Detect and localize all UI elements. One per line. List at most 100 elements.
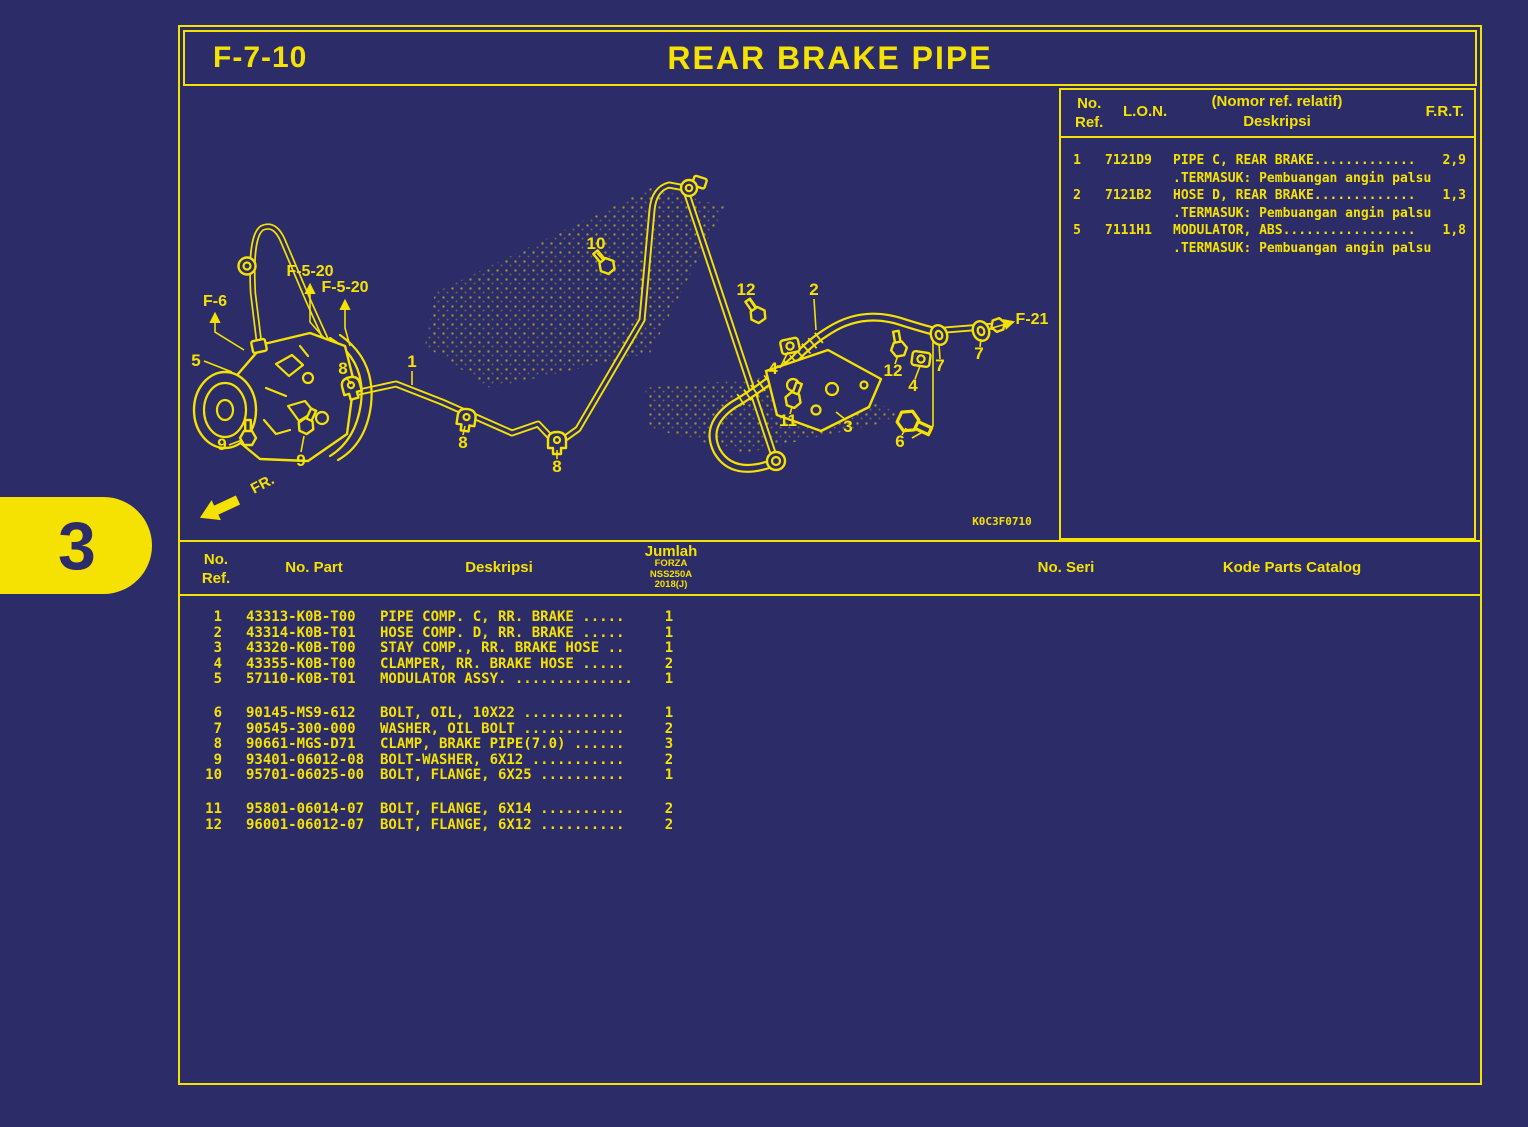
brake-pipe-lines [249,181,999,460]
rr-no: 1 [1073,153,1081,168]
hose-clamper [909,349,933,369]
diagram-callout-1: 1 [407,352,416,371]
p-part: 93401-06012-08 [246,751,365,768]
callout-leader [345,376,352,385]
diagram-callout-5: 5 [191,351,200,370]
banjo-fitting [237,256,257,276]
rr-frt: 2,9 [1442,153,1466,168]
rr-lon: 7121D9 [1105,153,1152,168]
p-part: 43355-K0B-T00 [246,655,356,672]
fr-direction-arrow: FR. [199,471,277,521]
p-desc: HOSE COMP. D, RR. BRAKE ..... [380,624,625,641]
diagram-callout-12: 12 [737,280,756,299]
parts-table-header: No. Ref. No. Part Deskripsi Jumlah FORZA… [180,540,1480,596]
callout-leader [901,427,907,436]
reference-table: No. Ref. L.O.N. (Nomor ref. relatif) Des… [1059,88,1476,540]
rr-lon: 7121B2 [1105,188,1152,203]
diagram-callout-8: 8 [458,433,467,452]
parts-group: 6 90145-MS9-612 BOLT, OIL, 10X22 .........… [180,704,1480,784]
p-ref: 6 [213,704,222,721]
ref-pointer-f6 [209,311,245,351]
rr-frt: 1,3 [1442,188,1466,203]
fr-label: FR. [248,471,277,497]
p-part: 57110-K0B-T01 [246,671,356,688]
callout-leader [938,343,941,360]
reference-table-header: No. Ref. L.O.N. (Nomor ref. relatif) Des… [1061,90,1474,138]
ref-pointer-f21 [991,319,1016,330]
p-qty: 1 [664,704,674,721]
p-qty: 2 [664,816,674,833]
diagram-callout-9: 9 [296,451,305,470]
section-ref-f-5-20: F-5-20 [321,279,368,296]
rr-frt: 1,8 [1442,223,1466,238]
ref-pointer-f520a [304,282,325,339]
section-ref-f-5-20: F-5-20 [286,263,333,280]
diagram-callout-8: 8 [338,359,347,378]
ref-col-deskripsi: (Nomor ref. relatif) Deskripsi [1211,93,1343,130]
drawing-code: K0C3F0710 [972,515,1032,528]
p-part: 90661-MGS-D71 [246,736,356,753]
assembly-line [911,340,934,439]
p-part: 43320-K0B-T00 [246,640,356,657]
callout-leader [789,406,793,415]
callout-leader [748,298,757,310]
callout-leader [894,354,899,365]
chapter-tab[interactable]: 3 [0,497,152,594]
diagram-callout-6: 6 [895,432,904,451]
p-ref: 5 [213,671,222,688]
rear-brake-hose [708,312,938,473]
p-ref: 12 [205,816,222,833]
diagram-canvas: FR. K0C3F0710 5998188101224113124677F-6F… [191,174,1049,528]
col-no-part: No. Part [285,559,343,576]
ref-col-no: No. Ref. [1075,95,1104,131]
p-ref: 1 [213,609,222,625]
p-ref: 3 [213,640,222,657]
diagram-callout-3: 3 [843,417,852,436]
flange-bolt-12 [886,328,910,359]
rr-no: 5 [1073,223,1081,238]
diagram-callout-9: 9 [217,435,226,454]
callout-leader [914,365,921,380]
flange-bolt-12 [739,294,770,327]
callout-leader [979,338,982,348]
page-title: REAR BRAKE PIPE [667,39,993,76]
p-qty: 1 [664,640,674,657]
abs-modulator [192,331,373,463]
rr-note: .TERMASUK: Pembuangan angin palsu [1173,170,1432,186]
banjo-fitting-junction [765,450,787,472]
section-ref-f-6: F-6 [203,293,227,310]
diagram-callout-2: 2 [809,280,818,299]
p-qty: 3 [664,736,674,753]
callout-leader [203,360,233,373]
rr-note: .TERMASUK: Pembuangan angin palsu [1173,240,1432,256]
diagram-callout-7: 7 [974,344,983,363]
p-desc: BOLT, FLANGE, 6X14 .......... [380,800,625,817]
col-kode-parts-catalog: Kode Parts Catalog [1222,559,1362,576]
callout-leader [835,411,847,421]
p-qty: 1 [664,671,674,688]
callout-leader [813,298,817,331]
rr-no: 2 [1073,188,1081,203]
p-desc: BOLT, FLANGE, 6X12 .......... [380,816,625,833]
p-desc: BOLT, OIL, 10X22 ............ [380,704,625,721]
p-part: 43314-K0B-T01 [246,624,356,641]
ref-pointer-f520b [339,298,351,347]
p-qty: 1 [664,609,674,625]
rr-desc: MODULATOR, ABS................. [1173,223,1416,238]
chapter-tab-number: 3 [58,507,96,584]
p-desc: CLAMP, BRAKE PIPE(7.0) ...... [380,736,625,753]
p-part: 90145-MS9-612 [246,704,356,721]
